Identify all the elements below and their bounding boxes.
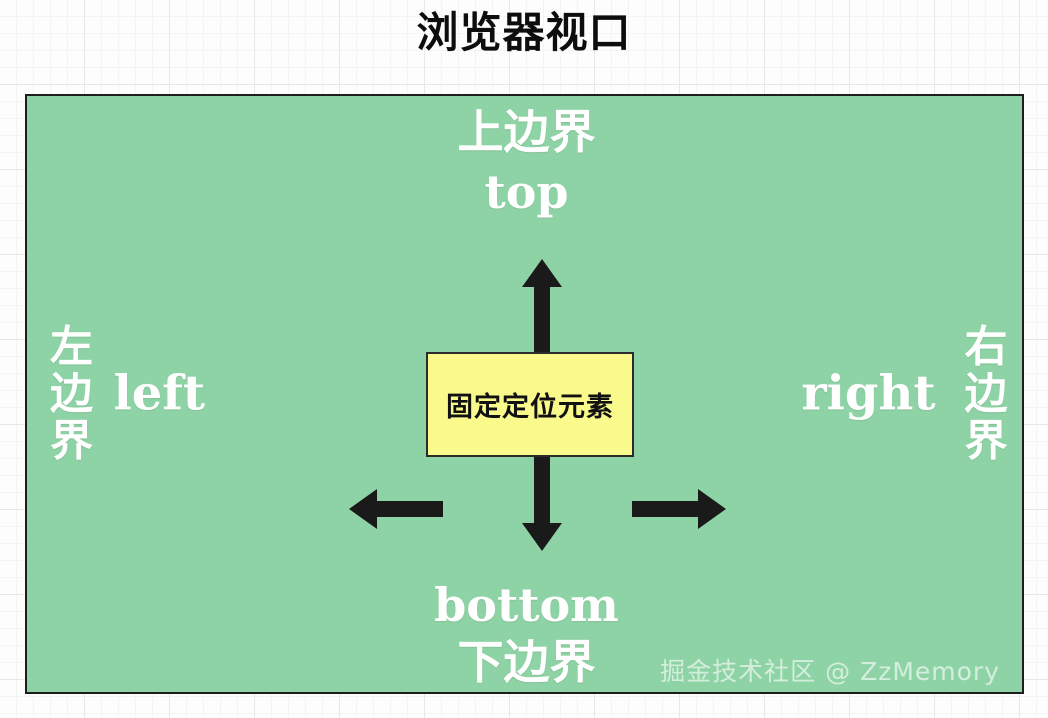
top-edge-label-en: top (484, 165, 569, 220)
browser-viewport-box: 上边界 top bottom 下边界 左边界 left right 右边界 (25, 94, 1024, 694)
left-edge-label-en: left (113, 365, 206, 422)
fixed-positioned-element-label: 固定定位元素 (446, 392, 614, 423)
arrow-down-icon (517, 457, 567, 553)
left-edge-label-group: 左边界 left (41, 324, 205, 465)
bottom-edge-label-cn: 下边界 (457, 634, 596, 689)
watermark: 掘金技术社区 @ ZzMemory (660, 657, 1000, 686)
right-edge-label-group: right 右边界 (801, 324, 1008, 465)
right-edge-label-en: right (801, 365, 936, 422)
left-edge-label-cn: 左边界 (42, 323, 93, 465)
bottom-edge-label-group: bottom 下边界 (27, 581, 1026, 686)
fixed-positioned-element-box: 固定定位元素 (426, 352, 634, 457)
bottom-edge-label-en: bottom (434, 578, 619, 633)
arrow-right-icon (632, 484, 728, 534)
top-edge-label-group: 上边界 top (27, 108, 1026, 217)
arrow-up-icon (517, 257, 567, 353)
arrow-left-icon (347, 484, 443, 534)
top-edge-label-cn: 上边界 (457, 105, 596, 159)
right-edge-label-cn: 右边界 (957, 323, 1007, 465)
page-title: 浏览器视口 (416, 8, 632, 57)
